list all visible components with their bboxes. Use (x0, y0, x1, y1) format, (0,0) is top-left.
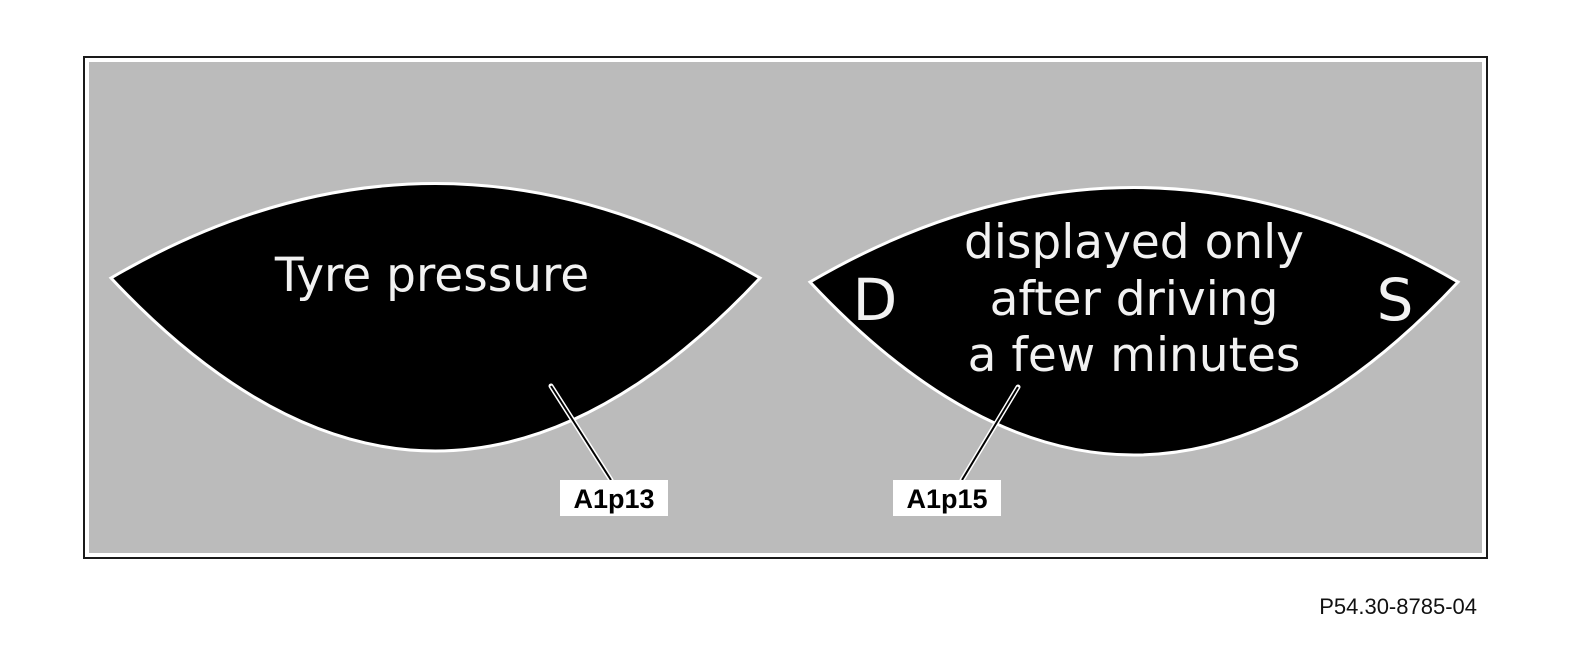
callout-a1p13-label: A1p13 (573, 484, 654, 514)
display-a1p15-text-line-3: a few minutes (968, 328, 1301, 383)
figure-reference: P54.30-8785-04 (1319, 594, 1477, 619)
callout-a1p15-label: A1p15 (906, 484, 987, 514)
callout-a1p15: A1p15 (893, 384, 1021, 516)
display-a1p15-left-letter: D (853, 266, 898, 334)
display-a1p13-text: Tyre pressure (274, 248, 589, 303)
callout-a1p15-label-box (893, 480, 1001, 516)
callout-a1p13-label-box (560, 480, 668, 516)
display-a1p15-shape (807, 186, 1461, 457)
display-a1p15: D S displayed only after driving a few m… (807, 186, 1461, 457)
display-a1p15-text-line-2: after driving (990, 272, 1279, 327)
callout-a1p13: A1p13 (548, 383, 668, 516)
display-a1p15-text-line-1: displayed only (964, 215, 1304, 270)
display-a1p15-right-letter: S (1377, 266, 1414, 334)
display-a1p13-shape (108, 182, 763, 453)
display-a1p13: Tyre pressure (108, 182, 763, 453)
